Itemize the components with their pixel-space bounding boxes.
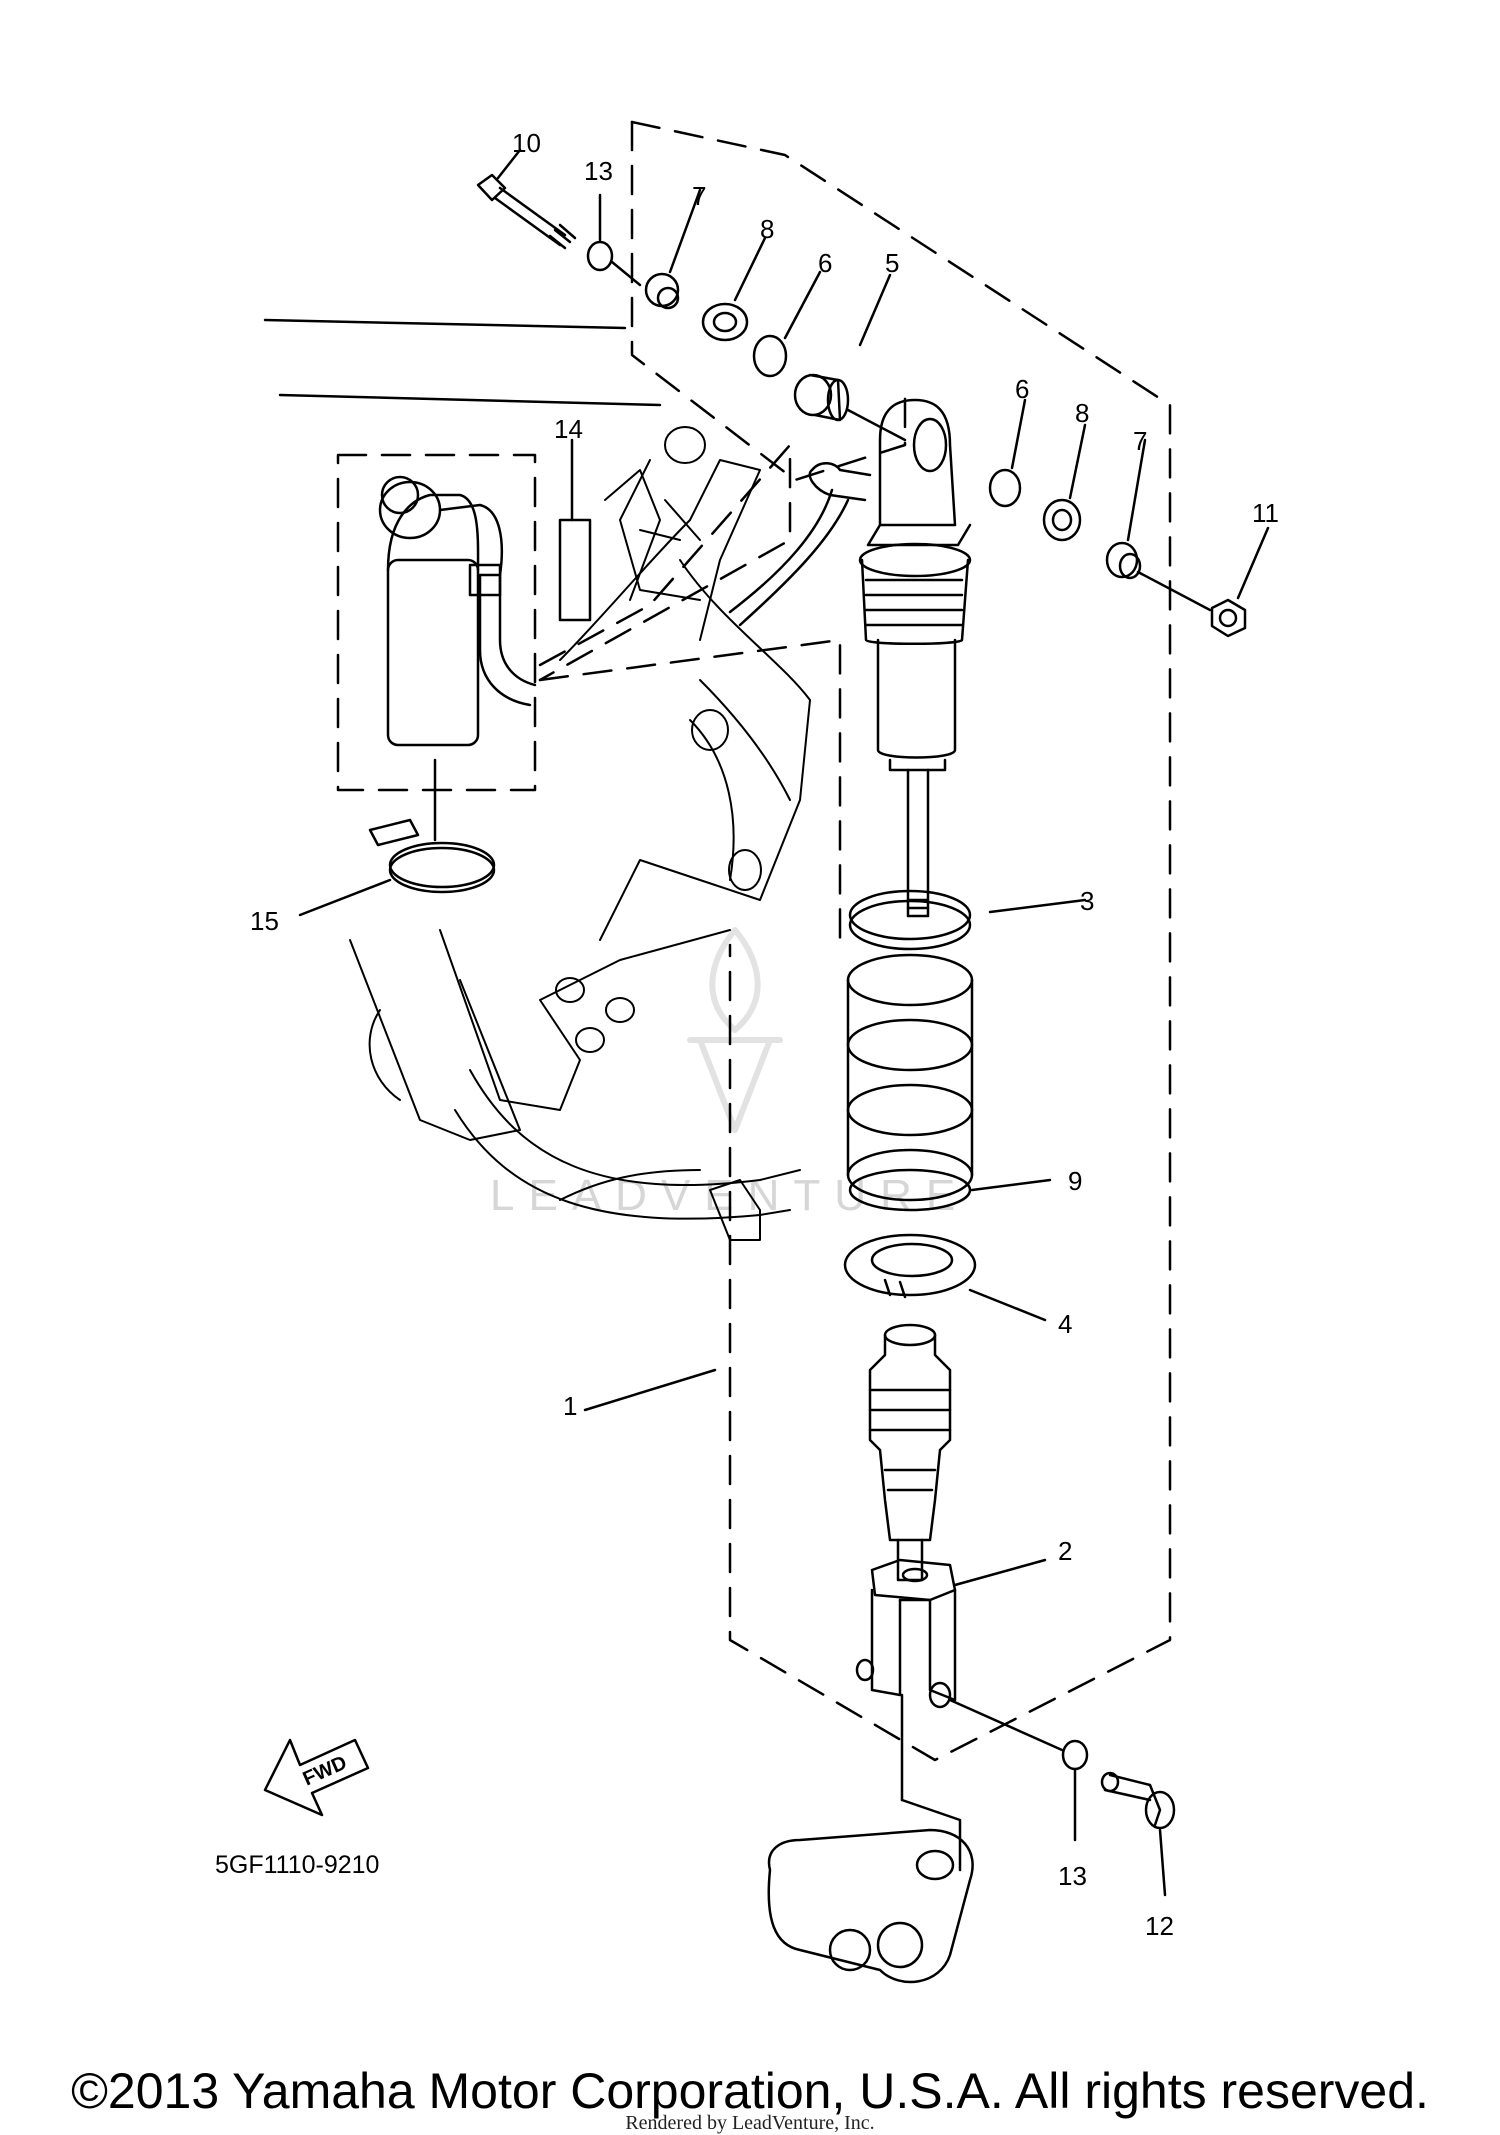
callout-10: 10 [512, 128, 541, 158]
reservoir [378, 475, 537, 747]
callout-3: 3 [1080, 886, 1094, 916]
leader-2 [953, 1558, 1047, 1587]
callout-7-top: 7 [692, 181, 706, 211]
relay-arm [767, 1828, 974, 1984]
frame-sketch [349, 426, 811, 1241]
pin-12 [1100, 1771, 1176, 1830]
leader-6-right [1010, 398, 1027, 470]
callout-4: 4 [1058, 1309, 1072, 1339]
leader-11 [1236, 526, 1270, 600]
callout-8-right: 8 [1075, 398, 1089, 428]
leader-4 [968, 1288, 1047, 1322]
callout-7-right: 7 [1133, 426, 1147, 456]
bush-5 [793, 373, 850, 422]
callout-11: 11 [1252, 498, 1279, 528]
callout-9: 9 [1068, 1166, 1082, 1196]
assembly-1-outline [630, 120, 1172, 1762]
washer-13-bottom [1061, 1739, 1089, 1771]
leader-5 [858, 273, 892, 347]
shock-absorber [728, 398, 972, 918]
collar-7-top [644, 272, 680, 310]
leader-line-second [278, 393, 662, 407]
spring-seat-4 [843, 1233, 977, 1299]
leader-8-top [733, 236, 767, 302]
clevis-2 [855, 1558, 957, 1709]
callout-8-top: 8 [760, 214, 774, 244]
part-code: 5GF1110-9210 [215, 1851, 379, 1879]
watermark-logo [687, 927, 783, 1133]
washer-13-top [586, 240, 614, 272]
callout-1: 1 [563, 1391, 577, 1421]
rendered-by-credit: Rendered by LeadVenture, Inc. [625, 2112, 875, 2134]
leader-9 [970, 1178, 1052, 1192]
copyright-notice: ©2013 Yamaha Motor Corporation, U.S.A. A… [71, 2063, 1429, 2119]
shock-lower-body [868, 1323, 952, 1582]
leader-line-top [263, 318, 627, 330]
spring-guide-9 [848, 1168, 972, 1212]
caution-label-part [558, 518, 592, 622]
leader-6-top [783, 270, 822, 340]
leader-12 [1158, 1828, 1167, 1897]
seal-8-top [701, 302, 749, 342]
collar-7-right [1105, 541, 1142, 580]
hose-clamp [368, 818, 496, 894]
leader-7-right [1126, 438, 1147, 542]
link-outline [900, 1798, 962, 1872]
callout-14: 14 [554, 414, 583, 444]
seal-8-right [1042, 498, 1082, 542]
nut-11 [1210, 598, 1247, 638]
oring-6-top [752, 334, 788, 378]
callout-12: 12 [1145, 1911, 1174, 1941]
leader-7-top [668, 188, 702, 274]
bolt-10 [476, 173, 577, 250]
oring-6-right [988, 468, 1022, 508]
callout-6-top: 6 [818, 248, 832, 278]
callout-13-top: 13 [584, 156, 613, 186]
callout-13-bottom: 13 [1058, 1861, 1087, 1891]
fwd-label: FWD [300, 1752, 351, 1791]
callout-2: 2 [1058, 1536, 1072, 1566]
leader-10 [496, 148, 522, 180]
callout-15: 15 [250, 906, 279, 936]
callout-6-right: 6 [1015, 374, 1029, 404]
spring-3 [846, 889, 974, 1202]
leader-8-right [1068, 423, 1087, 500]
callout-5: 5 [885, 248, 899, 278]
fwd-arrow-icon [263, 1738, 370, 1817]
leader-3 [988, 898, 1087, 914]
leader-1 [583, 1368, 717, 1412]
reservoir-outline [336, 443, 842, 942]
leader-15 [298, 878, 392, 917]
